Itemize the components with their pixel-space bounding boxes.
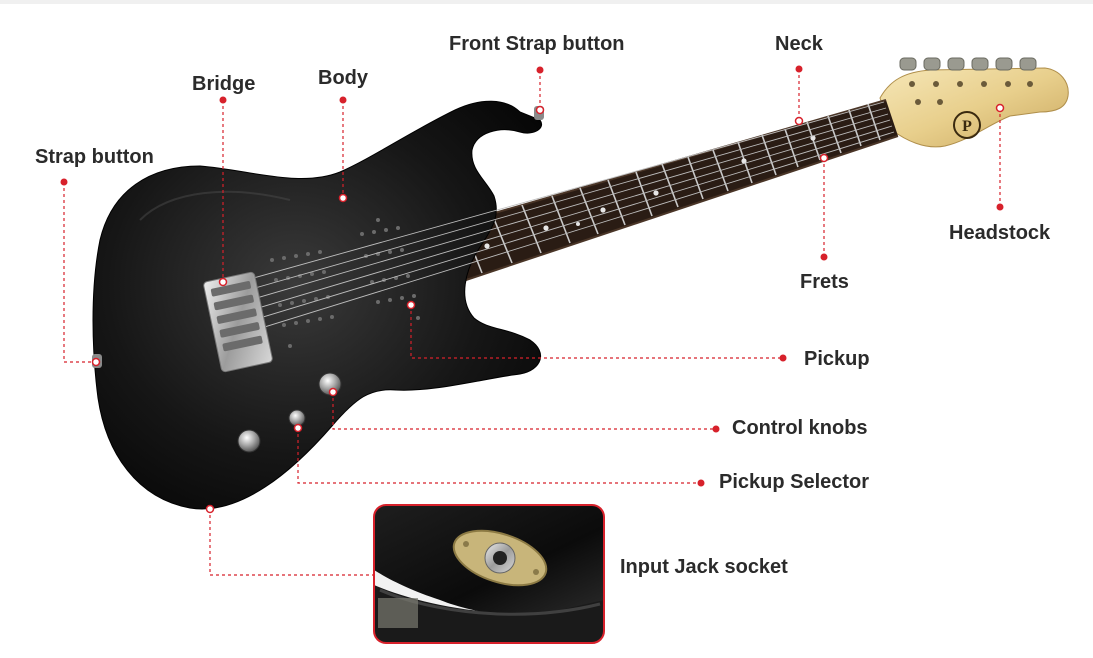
- body-shape: [92, 100, 542, 510]
- leader-lines: [63, 69, 1001, 576]
- headstock-logo-ring: [953, 111, 981, 139]
- label-front-strap-button: Front Strap button: [449, 33, 625, 55]
- label-neck: Neck: [775, 33, 823, 55]
- top-edge: [0, 0, 1093, 4]
- input-jack-inset: [373, 504, 605, 644]
- leader-markers: [60, 65, 1005, 514]
- label-control-knobs: Control knobs: [732, 417, 868, 439]
- label-bridge: Bridge: [192, 73, 256, 95]
- knobs: [237, 372, 342, 453]
- label-frets: Frets: [800, 271, 849, 293]
- tuning-pegs: [899, 57, 1037, 71]
- label-pickup: Pickup: [804, 348, 870, 370]
- headstock-shape: P: [879, 57, 1069, 148]
- label-body: Body: [318, 67, 368, 89]
- label-input-jack-socket: Input Jack socket: [620, 556, 788, 578]
- label-strap-button: Strap button: [35, 146, 154, 168]
- label-headstock: Headstock: [949, 222, 1051, 244]
- strings: [231, 101, 895, 335]
- label-pickup-selector: Pickup Selector: [719, 471, 870, 493]
- bridge-hardware: [203, 271, 273, 373]
- headstock-logo: P: [962, 118, 972, 135]
